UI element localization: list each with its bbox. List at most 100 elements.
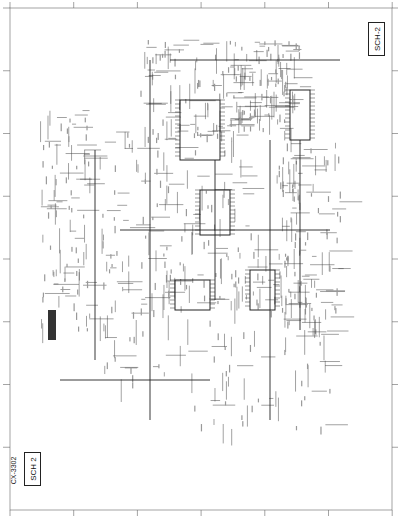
wire: [220, 259, 221, 279]
fine-print-mark: [258, 303, 259, 309]
wire: [242, 175, 258, 176]
fine-print-mark: [299, 46, 300, 51]
fine-print-mark: [340, 216, 341, 222]
wire: [230, 234, 235, 235]
wire: [238, 92, 243, 93]
wire: [275, 290, 280, 291]
wire: [221, 74, 240, 75]
wire: [130, 227, 155, 228]
fine-print-mark: [203, 280, 204, 287]
fine-print-mark: [292, 96, 293, 104]
wire: [285, 83, 298, 84]
wire: [201, 510, 202, 516]
wire: [223, 424, 224, 443]
wire: [120, 367, 138, 368]
wire: [105, 325, 106, 338]
wire: [271, 96, 272, 120]
wire: [285, 102, 290, 103]
fine-print-mark: [328, 196, 329, 202]
wire: [286, 51, 299, 52]
wire: [79, 269, 80, 281]
wire: [268, 73, 278, 74]
fine-print-mark: [316, 293, 317, 298]
wire: [230, 194, 235, 195]
fine-print-mark: [338, 157, 339, 164]
wire: [105, 337, 117, 338]
fine-print-mark: [261, 94, 262, 101]
wire: [121, 379, 122, 402]
wire: [148, 232, 149, 255]
wire: [221, 106, 232, 107]
wire: [282, 46, 300, 47]
wire: [325, 424, 348, 425]
wire: [149, 230, 165, 231]
wire: [233, 82, 254, 83]
fine-print-mark: [250, 345, 251, 352]
wire: [205, 103, 206, 119]
fine-print-mark: [266, 50, 267, 57]
wire: [84, 150, 85, 165]
fine-print-mark: [56, 210, 57, 217]
wire: [281, 296, 282, 306]
wire: [150, 60, 151, 420]
wire: [195, 114, 196, 133]
wire: [234, 299, 235, 324]
wire: [321, 302, 333, 303]
wire: [264, 510, 265, 516]
fine-print-mark: [52, 166, 53, 169]
fine-print-mark: [67, 128, 68, 133]
fine-print-mark: [85, 118, 86, 123]
wire: [116, 132, 129, 133]
wire: [105, 142, 116, 143]
fine-print-mark: [295, 242, 296, 248]
fine-print-mark: [337, 288, 338, 296]
wire: [100, 316, 101, 341]
wire: [285, 337, 286, 352]
fine-print-mark: [241, 47, 242, 51]
wire: [291, 158, 314, 159]
fine-print-mark: [69, 206, 70, 210]
wire: [275, 270, 280, 271]
fine-print-mark: [207, 205, 208, 209]
fine-print-mark: [197, 127, 198, 131]
wire: [261, 69, 262, 86]
wire: [310, 138, 315, 139]
fine-print-mark: [219, 296, 220, 299]
wire: [313, 184, 314, 192]
wire: [253, 282, 265, 283]
fine-print-mark: [215, 55, 216, 60]
wire: [244, 378, 245, 399]
wire: [136, 224, 150, 225]
wire: [170, 304, 175, 305]
wire: [230, 190, 235, 191]
fine-print-mark: [251, 233, 252, 240]
fine-print-mark: [116, 251, 117, 256]
fine-print-mark: [201, 424, 202, 431]
fine-print-mark: [76, 313, 77, 320]
wire: [100, 157, 101, 170]
fine-print-mark: [304, 396, 305, 400]
wire: [57, 201, 63, 202]
fine-print-mark: [102, 214, 103, 218]
wire: [316, 289, 333, 290]
wire: [303, 279, 319, 280]
wire: [226, 381, 227, 399]
wire: [166, 186, 167, 204]
fine-print-mark: [243, 332, 244, 339]
fine-print-mark: [285, 82, 286, 88]
fine-print-mark: [83, 215, 84, 219]
wire: [275, 294, 280, 295]
wire: [248, 267, 268, 268]
fine-print-mark: [219, 94, 220, 100]
fine-print-mark: [55, 179, 56, 185]
fine-print-mark: [238, 65, 239, 70]
fine-print-mark: [287, 256, 288, 263]
wire: [168, 47, 169, 69]
fine-print-mark: [296, 426, 297, 430]
wire: [306, 192, 331, 193]
wire: [233, 131, 234, 157]
wire: [244, 76, 245, 90]
wire: [325, 309, 326, 319]
wire: [117, 205, 127, 206]
wire: [310, 90, 315, 91]
